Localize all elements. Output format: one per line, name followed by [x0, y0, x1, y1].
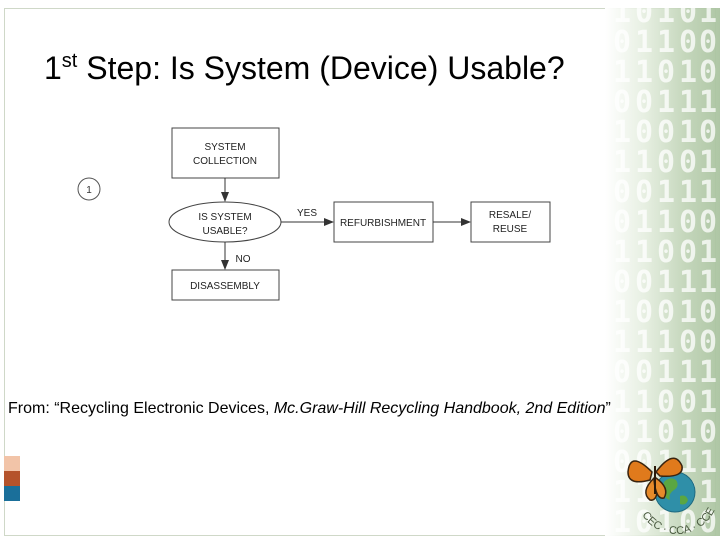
node-disassembly: DISASSEMBLY	[171, 269, 280, 301]
node-resale-reuse-line1: RESALE/	[489, 210, 531, 221]
caption-book-title: Mc.Graw-Hill Recycling Handbook, 2nd Edi…	[273, 400, 606, 417]
accent-bar-blue	[4, 486, 20, 501]
node-is-system-usable: IS SYSTEM USABLE?	[168, 201, 282, 243]
step-marker-label: 1	[86, 185, 92, 196]
node-refurbishment: REFURBISHMENT	[333, 201, 434, 243]
butterfly-icon	[627, 457, 683, 501]
accent-bar-peach	[4, 456, 20, 471]
title-number: 1	[44, 50, 62, 86]
slide-title: 1st Step: Is System (Device) Usable?	[44, 50, 565, 87]
node-resale-reuse: RESALE/ REUSE	[470, 201, 551, 243]
title-superscript: st	[61, 50, 78, 72]
caption-tail: ”	[605, 400, 611, 417]
source-caption: From: “Recycling Electronic Devices, Mc.…	[8, 400, 611, 418]
caption-lead: From: “Recycling Electronic Devices,	[8, 400, 274, 417]
binary-code-background: 1 0 1 0 1 1 0 0 1 0 1 1 0 1 0 0 1 1 0 1 …	[605, 8, 720, 536]
node-is-usable-line2: USABLE?	[202, 226, 247, 237]
title-text: Step: Is System (Device) Usable?	[77, 50, 565, 86]
cec-logo: CEC · CCA · CCE	[627, 457, 717, 537]
node-system-collection-line1: SYSTEM	[204, 142, 245, 153]
node-resale-reuse-line2: REUSE	[493, 224, 528, 235]
node-system-collection-line2: COLLECTION	[193, 156, 257, 167]
node-system-collection: SYSTEM COLLECTION	[171, 127, 280, 179]
edge-yes-label: YES	[297, 208, 317, 219]
node-is-usable-line1: IS SYSTEM	[198, 212, 251, 223]
node-disassembly-label: DISASSEMBLY	[190, 281, 260, 292]
step-marker: 1	[77, 177, 101, 201]
edge-no-label: NO	[236, 254, 251, 265]
node-refurbishment-label: REFURBISHMENT	[340, 218, 426, 229]
accent-bar-rust	[4, 471, 20, 486]
